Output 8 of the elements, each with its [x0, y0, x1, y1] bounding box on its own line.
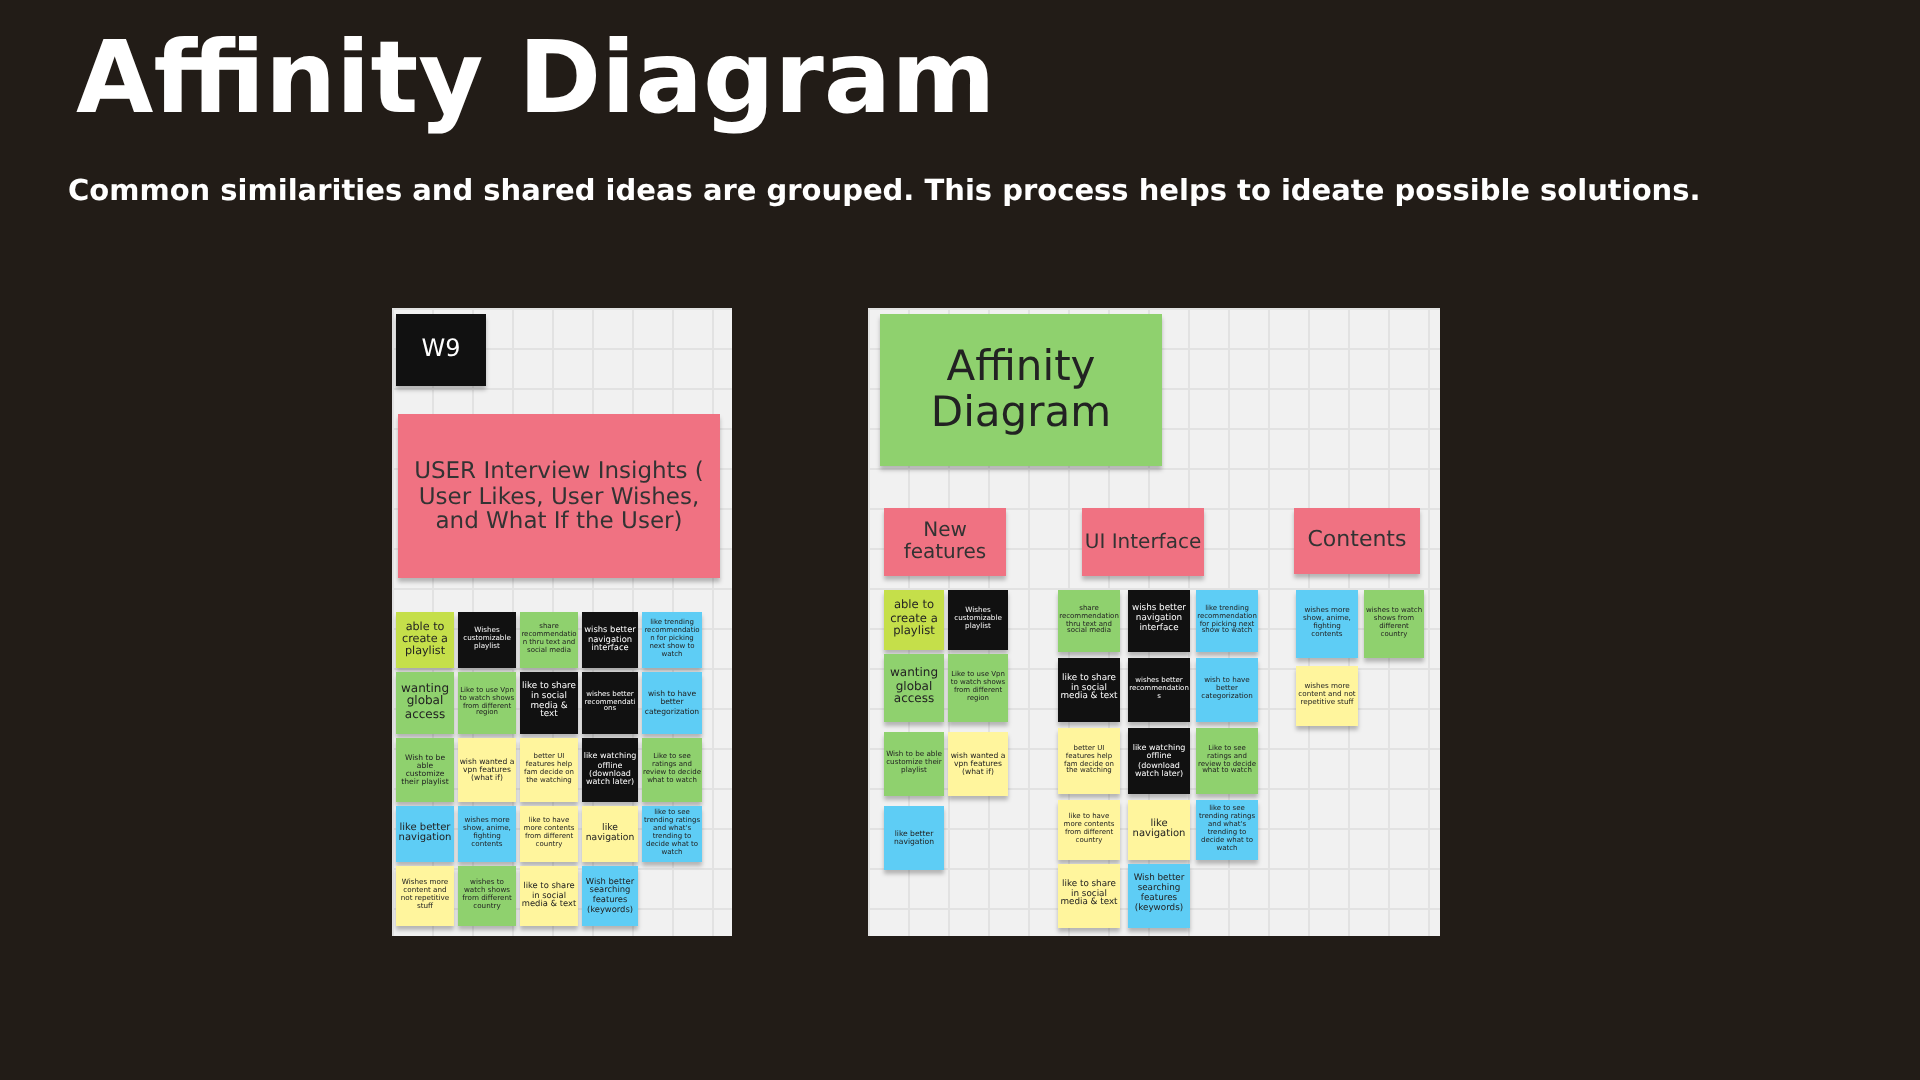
sticky-note: Affinity Diagram — [880, 314, 1162, 466]
subtitle: Common similarities and shared ideas are grouped. This process helps to ideate possible solutions. — [68, 176, 1701, 208]
title: Affinity Diagram — [76, 20, 996, 136]
sticky-note: New features — [884, 508, 1006, 576]
sticky-note: W9 — [396, 314, 486, 386]
sticky-note: UI Interface — [1082, 508, 1204, 576]
sticky-note: USER Interview Insights ( User Likes, User Wishes, and What If the User) — [398, 414, 720, 578]
sticky-note: Contents — [1294, 508, 1420, 574]
